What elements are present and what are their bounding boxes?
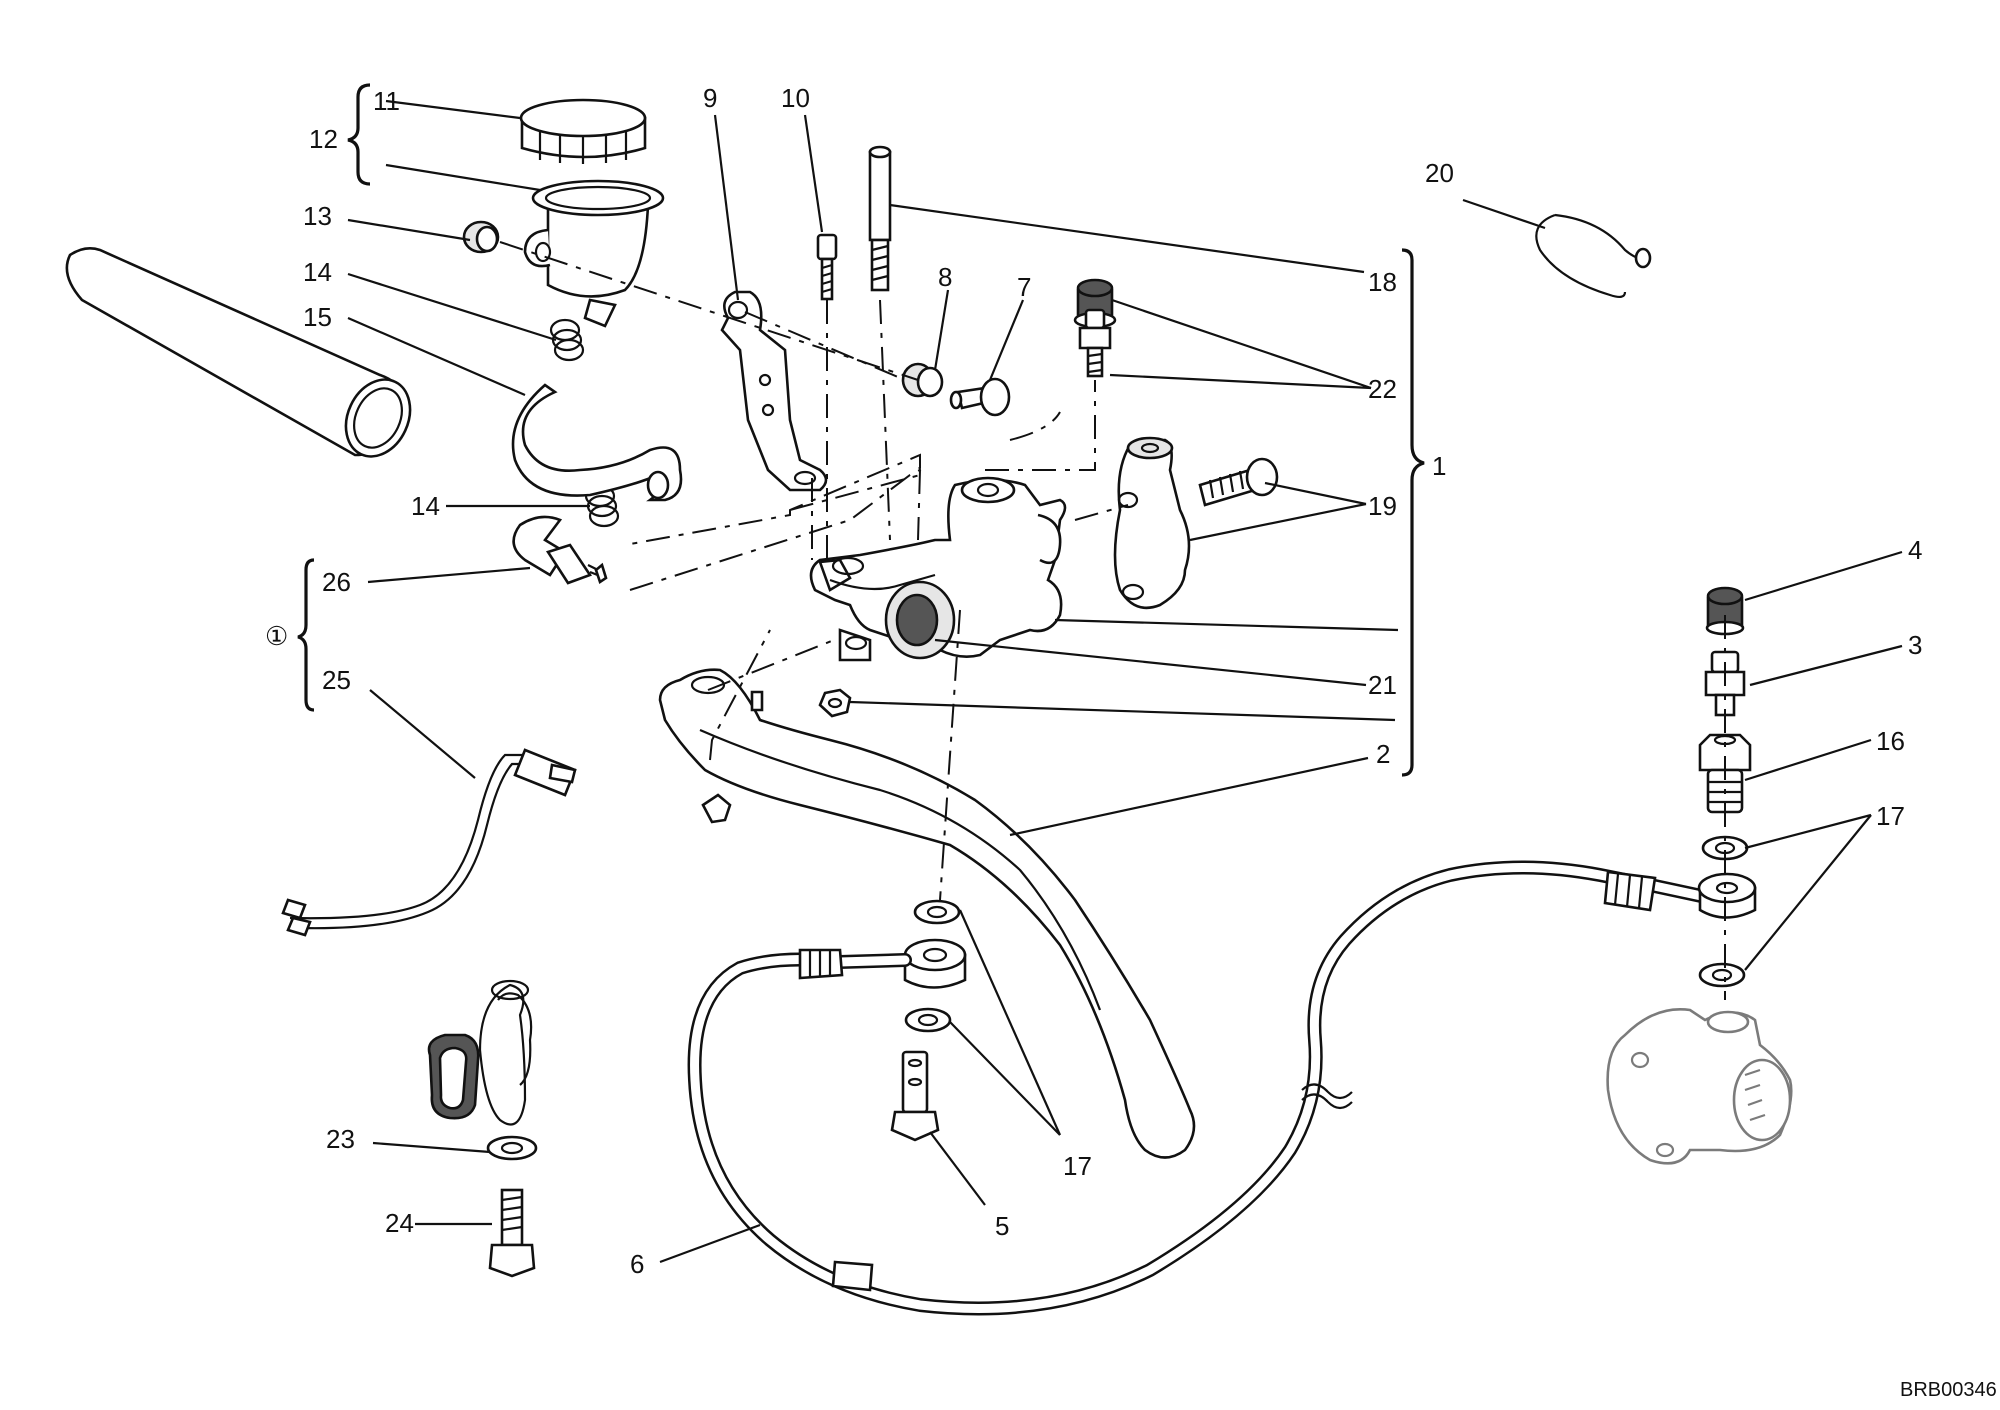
fluid-reservoir — [523, 179, 665, 328]
leader-lines — [347, 99, 1903, 1264]
switch-screw — [488, 1188, 536, 1278]
callout-25: 25 — [322, 665, 351, 695]
clamp-screw — [1198, 457, 1279, 507]
copper-washer-upper — [913, 899, 961, 925]
pivot-pin — [868, 145, 892, 292]
bush — [901, 362, 944, 398]
callout-11: 11 — [373, 86, 400, 116]
banjo-bolt — [890, 1050, 940, 1142]
callout-16: 16 — [1876, 726, 1905, 756]
lever-nut — [818, 688, 852, 718]
callout-15: 15 — [303, 302, 332, 332]
callout-7: 7 — [1017, 272, 1031, 302]
washer — [486, 1135, 538, 1161]
callout-18: 18 — [1368, 267, 1397, 297]
pivot-screw — [949, 377, 1011, 417]
rubber-boot — [838, 580, 956, 662]
slave-cylinder — [1606, 1008, 1793, 1165]
callout-19: 19 — [1368, 491, 1397, 521]
mounting-bracket — [720, 290, 828, 492]
callout-labels: 11 12 13 14 15 14 26 ① 25 23 24 6 9 10 8… — [265, 83, 1997, 1401]
callout-5: 5 — [995, 1211, 1009, 1241]
callout-14-lower: 14 — [411, 491, 440, 521]
callout-13: 13 — [303, 201, 332, 231]
reservoir-hose — [511, 383, 683, 502]
handlebar-clamp — [1113, 436, 1191, 610]
clutch-hose — [687, 860, 1727, 1316]
drawing-code: BRB00346 — [1900, 1379, 1997, 1401]
switch-o-ring — [478, 979, 533, 1126]
spring-clip — [1535, 213, 1652, 299]
callout-14-upper: 14 — [303, 257, 332, 287]
callout-17-left: 17 — [1063, 1151, 1092, 1181]
copper-washer-slave-lower — [1698, 962, 1746, 988]
banjo-fitting-slave — [1697, 872, 1757, 919]
bleeder-cap-slave — [1705, 586, 1745, 636]
callout-12: 12 — [309, 124, 338, 154]
callout-6: 6 — [630, 1249, 644, 1279]
callout-17-right: 17 — [1876, 801, 1905, 831]
switch-seal — [427, 1033, 480, 1120]
master-cylinder — [809, 476, 1067, 658]
callout-23: 23 — [326, 1124, 355, 1154]
callout-10: 10 — [781, 83, 810, 113]
callout-4: 4 — [1908, 535, 1922, 565]
copper-washer-lower — [904, 1007, 952, 1033]
callout-20: 20 — [1425, 158, 1454, 188]
handlebar-tube — [65, 247, 412, 458]
bleeder-valve — [1078, 308, 1112, 378]
banjo-fitting — [903, 938, 967, 989]
callout-8: 8 — [938, 262, 952, 292]
callout-26: 26 — [322, 567, 351, 597]
cap-screw — [816, 233, 838, 301]
clutch-lever — [658, 668, 1196, 1159]
callout-21: 21 — [1368, 670, 1397, 700]
bracket-group-1 — [297, 558, 315, 712]
group-marker: ① — [265, 621, 288, 651]
grommet — [462, 220, 500, 254]
elbow-fitting — [512, 515, 608, 585]
callout-9: 9 — [703, 83, 717, 113]
clutch-switch-wire — [281, 748, 577, 937]
callout-24: 24 — [385, 1208, 414, 1238]
bracket-12 — [347, 83, 371, 186]
reservoir-cap — [519, 98, 647, 164]
callout-3: 3 — [1908, 630, 1922, 660]
callout-22: 22 — [1368, 374, 1397, 404]
assembly-lines — [499, 241, 1726, 1000]
bracket-1 — [1401, 248, 1425, 777]
callout-1: 1 — [1432, 451, 1446, 481]
callout-2: 2 — [1376, 739, 1390, 769]
